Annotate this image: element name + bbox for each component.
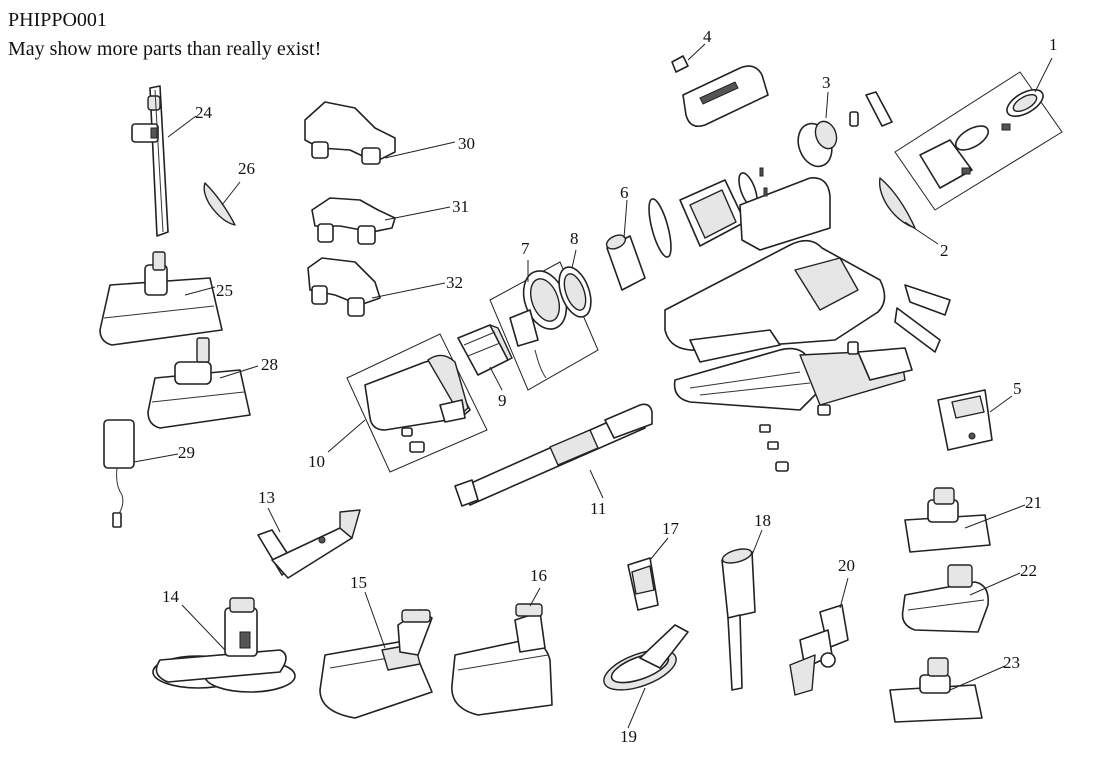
part-10-dust-bin [364, 354, 471, 453]
callout-labels: 1 2 3 4 5 6 7 8 9 10 11 13 14 15 16 17 1… [162, 27, 1058, 746]
part-31-bracket [311, 197, 396, 245]
part-14-mop-head [152, 597, 296, 693]
callout-6: 6 [620, 183, 629, 202]
part-22-mini-head [901, 564, 990, 633]
callout-24: 24 [195, 103, 213, 122]
callout-16: 16 [530, 566, 547, 585]
part-30-bracket [304, 101, 396, 165]
part-32-bracket [307, 257, 381, 317]
part-18-crevice-wand [721, 548, 756, 691]
callout-31: 31 [452, 197, 469, 216]
part-24-wall-mount [131, 85, 169, 237]
part-11-extension-tube [454, 403, 653, 507]
part-16-floor-head [451, 603, 553, 716]
callout-9: 9 [498, 391, 507, 410]
callout-20: 20 [838, 556, 855, 575]
main-body-housing [664, 177, 913, 411]
part-28-battery [147, 337, 251, 429]
callout-5: 5 [1013, 379, 1022, 398]
part-4-top-cover [671, 55, 769, 128]
callout-1: 1 [1049, 35, 1058, 54]
callout-15: 15 [350, 573, 367, 592]
callout-21: 21 [1025, 493, 1042, 512]
parts-disclaimer: May show more parts than really exist! [8, 38, 322, 60]
part-13-crevice-tool [257, 509, 361, 579]
callout-25: 25 [216, 281, 233, 300]
part-17-small-brush [627, 557, 659, 611]
part-21-mini-head [904, 487, 991, 553]
callout-10: 10 [308, 452, 325, 471]
callout-7: 7 [521, 239, 530, 258]
callout-19: 19 [620, 727, 637, 746]
part-8-filter-ring [558, 266, 592, 318]
callout-3: 3 [822, 73, 831, 92]
callout-2: 2 [940, 241, 949, 260]
model-code: PHIPPO001 [8, 9, 107, 31]
callout-22: 22 [1020, 561, 1037, 580]
part-7-filter [509, 270, 568, 379]
side-covers [894, 284, 951, 353]
part-25-battery [99, 251, 223, 346]
part-6-motor-cap [605, 234, 646, 291]
part-15-floor-head [319, 609, 433, 719]
part-20-flexible-tool [789, 604, 849, 696]
part-3-end-cap [797, 91, 893, 168]
callout-8: 8 [570, 229, 579, 248]
part-10-group-box [346, 333, 488, 473]
part-19-round-brush [603, 624, 689, 691]
callout-30: 30 [458, 134, 475, 153]
part-1-control-panel [919, 88, 1044, 189]
callout-14: 14 [162, 587, 180, 606]
callout-23: 23 [1003, 653, 1020, 672]
part-2-filter-pad [878, 177, 916, 229]
part-5-wall-dock [937, 389, 993, 451]
callout-26: 26 [238, 159, 255, 178]
callout-32: 32 [446, 273, 463, 292]
callout-4: 4 [703, 27, 712, 46]
callout-13: 13 [258, 488, 275, 507]
motor-seal-rings [648, 172, 758, 258]
callout-29: 29 [178, 443, 195, 462]
part-1-group-box [894, 71, 1063, 211]
part-23-mini-head [889, 657, 983, 723]
callout-18: 18 [754, 511, 771, 530]
small-hardware [759, 167, 859, 472]
callout-11: 11 [590, 499, 606, 518]
part-29-charger [103, 419, 135, 528]
part-26-filter-pad [203, 182, 236, 226]
part-9-cyclone [457, 324, 513, 376]
callout-17: 17 [662, 519, 680, 538]
callout-28: 28 [261, 355, 278, 374]
